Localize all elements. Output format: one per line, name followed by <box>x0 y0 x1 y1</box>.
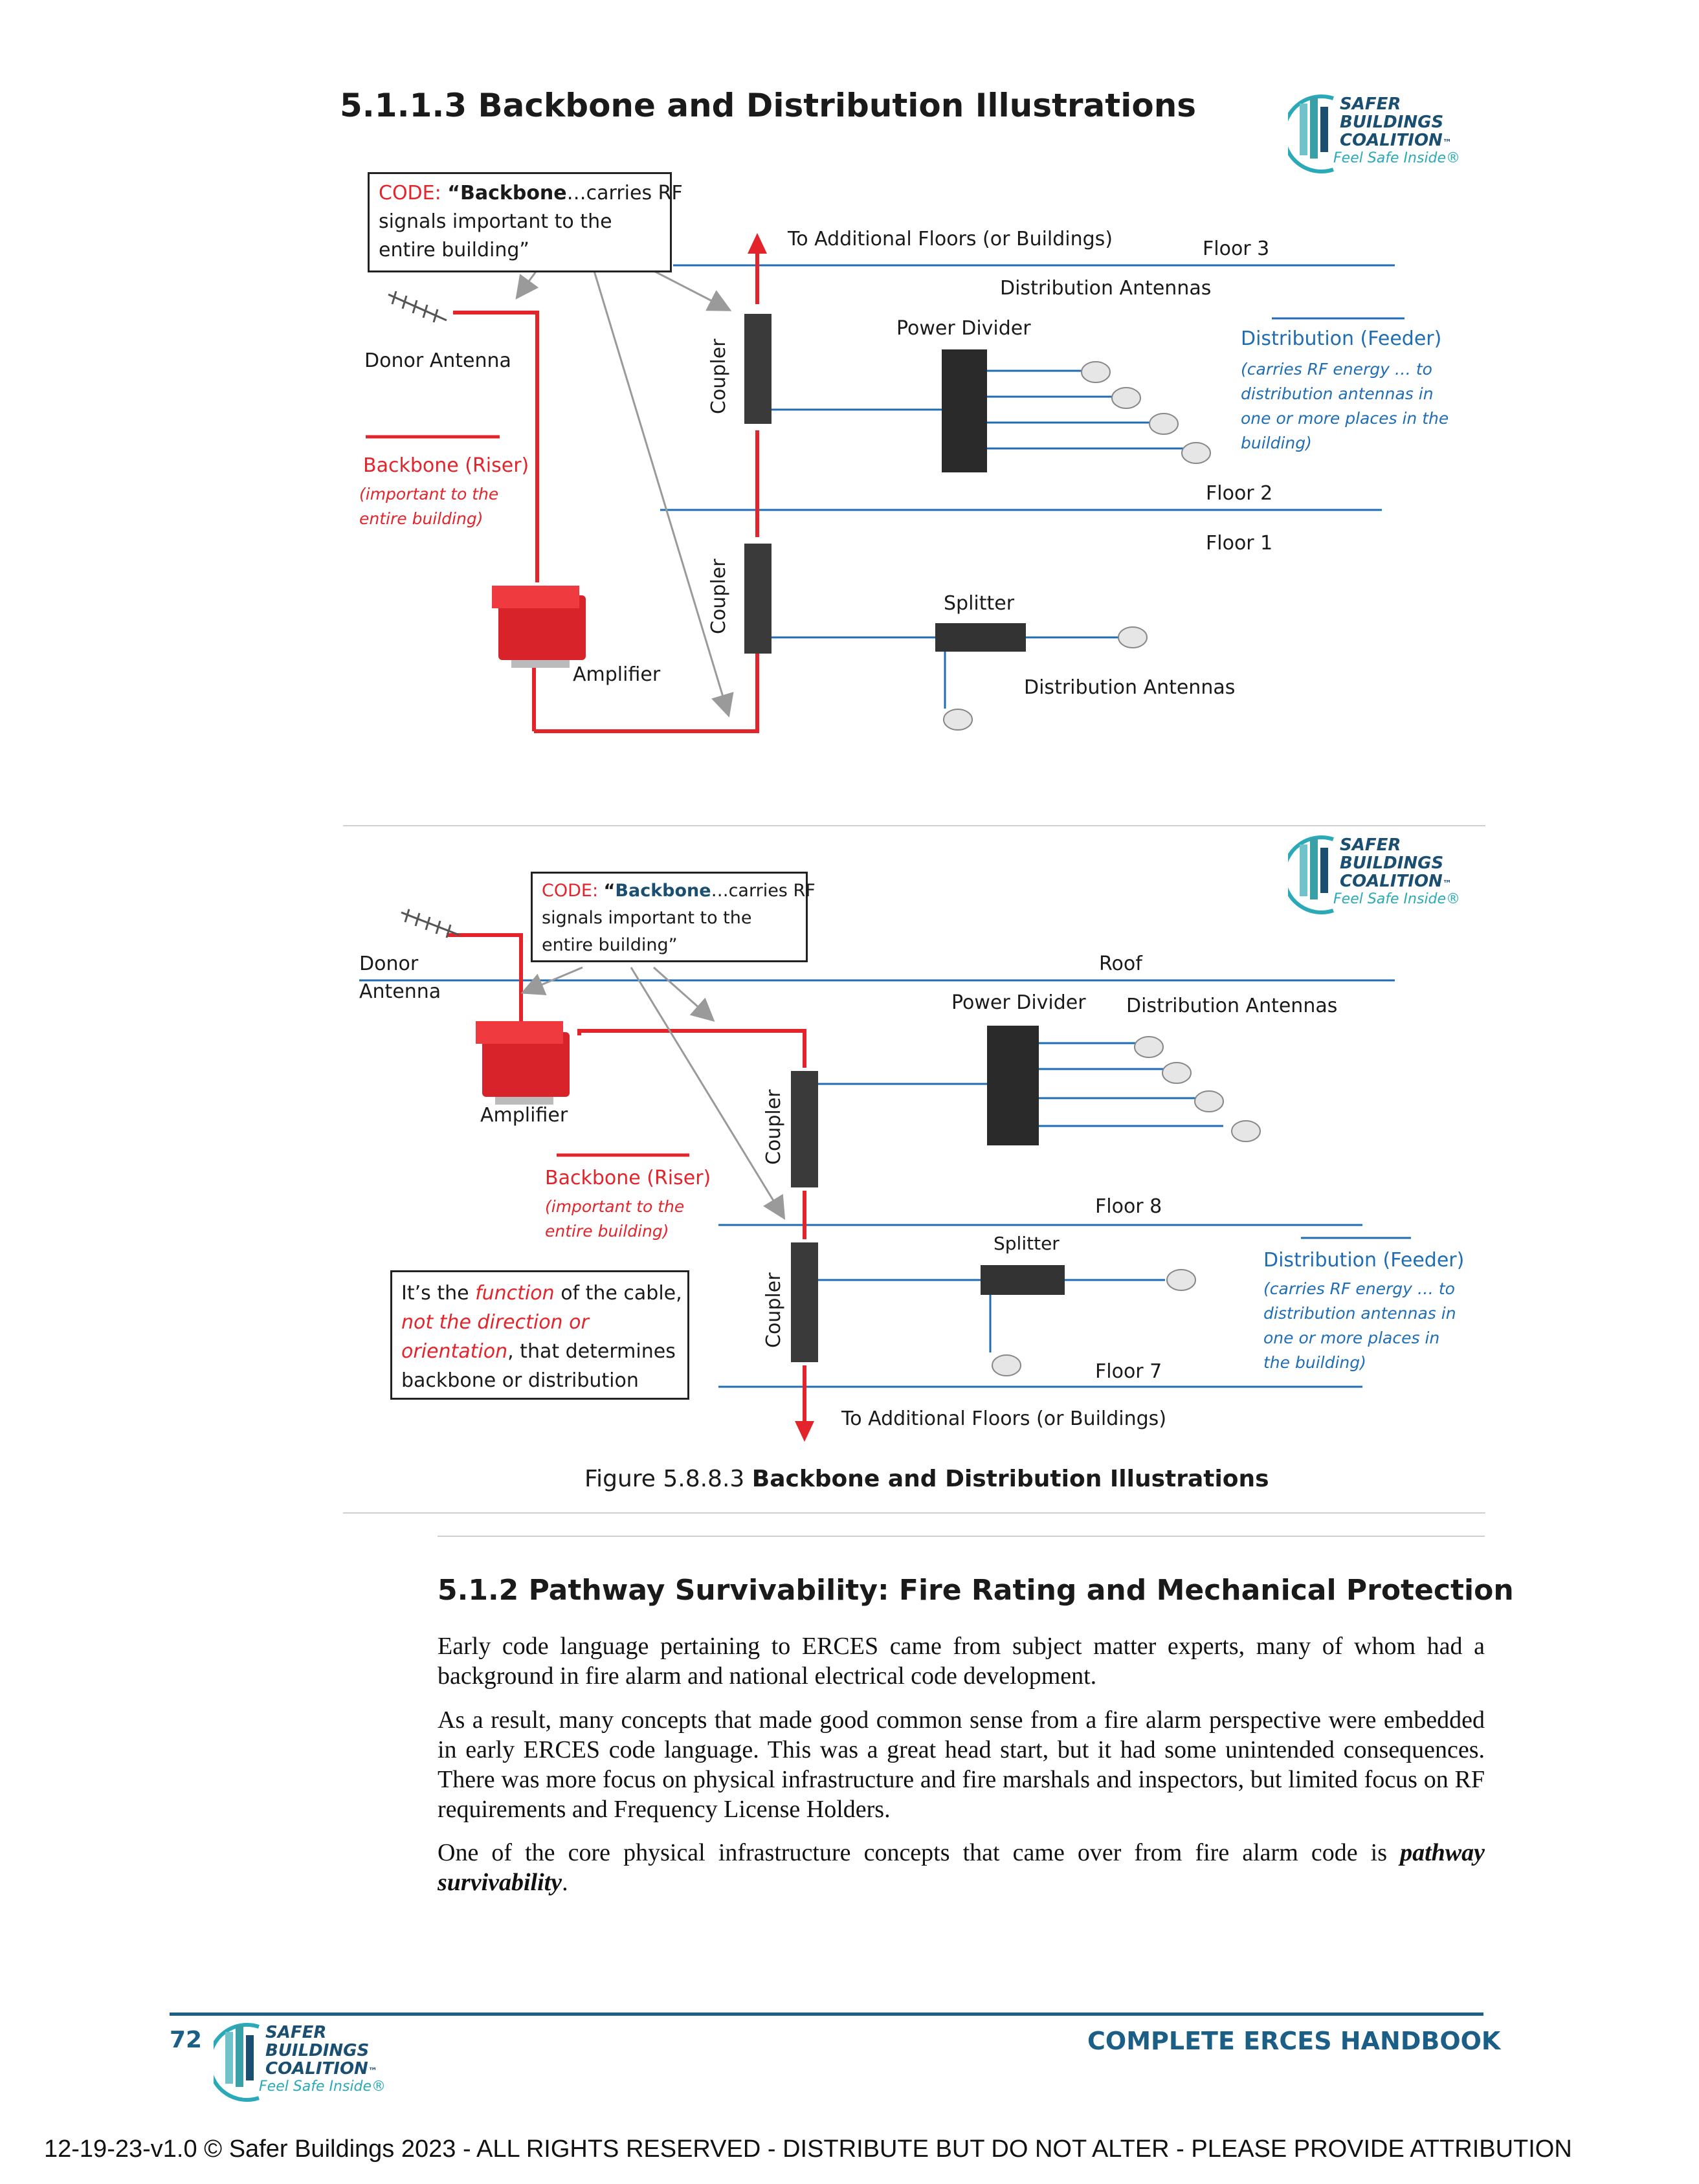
up-arrow-icon <box>748 233 767 254</box>
logo-line3: COALITION™ <box>265 2059 377 2079</box>
fig1-code-line1: CODE: “Backbone…carries RF <box>379 182 683 204</box>
yagi-antenna-icon <box>388 291 447 323</box>
logo-footer: SAFER BUILDINGS COALITION™ Feel Safe Ins… <box>207 2019 408 2103</box>
ceiling-antenna-icon <box>1134 1036 1261 1142</box>
fig1-floor1: Floor 1 <box>1206 532 1273 555</box>
backbone-cable-2 <box>447 933 523 1035</box>
caption-divider <box>343 1512 1485 1514</box>
fig1-code-box: CODE: “Backbone…carries RF signals impor… <box>368 172 683 272</box>
coupler-upper-2 <box>791 1071 818 1187</box>
paragraph-2: As a result, many concepts that made goo… <box>438 1706 1485 1823</box>
logo-figure2: SAFER BUILDINGS COALITION™ Feel Safe Ins… <box>1282 832 1482 916</box>
fig2-splitter: Splitter <box>994 1233 1060 1254</box>
fig2-antenna: Antenna <box>359 980 441 1003</box>
fig2-coupler-lower-label: Coupler <box>762 1272 785 1348</box>
footer-rule <box>170 2013 1483 2016</box>
fig1-floor2: Floor 2 <box>1206 482 1273 505</box>
amplifier-icon <box>492 586 586 668</box>
fig2-code-line3: entire building” <box>542 935 678 955</box>
fig2-backbone-riser: Backbone (Riser) <box>545 1167 711 1189</box>
fig2-roof: Roof <box>1099 953 1142 975</box>
fig1-to-additional: To Additional Floors (or Buildings) <box>788 228 1113 250</box>
function-note-line2: not the direction or <box>401 1311 589 1334</box>
fig1-coupler-upper-label: Coupler <box>707 338 730 414</box>
paragraph-1: Early code language pertaining to ERCES … <box>438 1633 1485 1690</box>
function-note-line1: It’s the function of the cable, <box>401 1282 682 1305</box>
splitter-box <box>935 623 1026 652</box>
logo-line2: BUILDINGS <box>1340 113 1444 132</box>
section-divider <box>438 1536 1485 1537</box>
fig1-distribution-feeder: Distribution (Feeder) <box>1241 327 1442 350</box>
logo-mark-icon <box>1282 94 1334 173</box>
logo-line1: SAFER <box>1340 94 1401 114</box>
figure-divider <box>343 825 1485 826</box>
fig2-power-divider: Power Divider <box>951 991 1086 1014</box>
logo-line1: SAFER <box>265 2023 327 2042</box>
fig2-coupler-upper-label: Coupler <box>762 1089 785 1165</box>
logo-tagline: Feel Safe Inside® <box>1333 150 1461 166</box>
coupler-upper <box>744 314 772 424</box>
amplifier-icon <box>476 1021 570 1105</box>
fig1-code-line3: entire building” <box>379 239 529 261</box>
figure1-diagram <box>366 233 1405 733</box>
fig1-amplifier: Amplifier <box>573 663 661 686</box>
fig2-amplifier: Amplifier <box>480 1104 568 1127</box>
fig2-donor: Donor <box>359 953 419 975</box>
fig2-code-line1: CODE: “Backbone…carries RF <box>542 881 816 901</box>
handbook-title: COMPLETE ERCES HANDBOOK <box>1087 2027 1501 2055</box>
fig2-to-additional: To Additional Floors (or Buildings) <box>841 1407 1167 1430</box>
fig1-distribution-antennas-top: Distribution Antennas <box>1000 277 1212 300</box>
coupler-lower <box>744 544 772 654</box>
fig1-splitter: Splitter <box>944 592 1015 615</box>
function-note-line3: orientation, that determines <box>401 1340 676 1363</box>
fig2-distribution-feeder: Distribution (Feeder) <box>1263 1249 1465 1272</box>
fig1-coupler-lower-label: Coupler <box>707 558 730 634</box>
power-divider-box-2 <box>987 1026 1039 1145</box>
logo-line2: BUILDINGS <box>1340 854 1444 873</box>
logo-line3: COALITION™ <box>1340 872 1452 891</box>
copyright-notice: 12-19-23-v1.0 © Safer Buildings 2023 - A… <box>44 2135 1572 2163</box>
logo-line1: SAFER <box>1340 835 1401 855</box>
fig2-floor7: Floor 7 <box>1095 1360 1162 1383</box>
logo-top: SAFER BUILDINGS COALITION™ Feel Safe Ins… <box>1282 91 1482 175</box>
fig1-distribution-antennas-bottom: Distribution Antennas <box>1024 676 1236 699</box>
figure2-diagram <box>359 909 1411 1442</box>
section-title: 5.1.1.3 Backbone and Distribution Illust… <box>340 87 1197 124</box>
fig2-floor8: Floor 8 <box>1095 1195 1162 1218</box>
logo-line3: COALITION™ <box>1340 131 1452 150</box>
function-note-line4: backbone or distribution <box>401 1369 639 1392</box>
fig1-backbone-riser: Backbone (Riser) <box>363 454 529 477</box>
fig1-code-line2: signals important to the <box>379 210 612 233</box>
fig1-donor-antenna: Donor Antenna <box>364 349 511 372</box>
subsection-title: 5.1.2 Pathway Survivability: Fire Rating… <box>438 1574 1514 1607</box>
function-note-box: It’s the function of the cable, not the … <box>390 1270 689 1400</box>
figure-caption: Figure 5.8.8.3 Backbone and Distribution… <box>584 1466 1269 1492</box>
fig2-code-line2: signals important to the <box>542 908 752 928</box>
down-arrow-icon <box>795 1421 814 1442</box>
logo-tagline: Feel Safe Inside® <box>1333 891 1461 907</box>
splitter-box-2 <box>981 1265 1065 1295</box>
fig2-distribution-antennas: Distribution Antennas <box>1126 995 1338 1017</box>
backbone-cable <box>534 644 759 733</box>
ceiling-antenna-icon <box>1081 361 1211 464</box>
fig2-code-box: CODE: “Backbone…carries RF signals impor… <box>531 872 816 962</box>
fig1-power-divider: Power Divider <box>896 317 1031 340</box>
coupler-lower-2 <box>791 1242 818 1362</box>
paragraph-3: One of the core physical infrastructure … <box>438 1839 1485 1896</box>
fig1-floor3: Floor 3 <box>1203 237 1270 260</box>
logo-tagline: Feel Safe Inside® <box>259 2079 386 2095</box>
power-divider-box <box>942 349 987 472</box>
page-number: 72 <box>170 2027 203 2053</box>
yagi-antenna-icon <box>401 909 460 938</box>
logo-line2: BUILDINGS <box>265 2041 370 2060</box>
